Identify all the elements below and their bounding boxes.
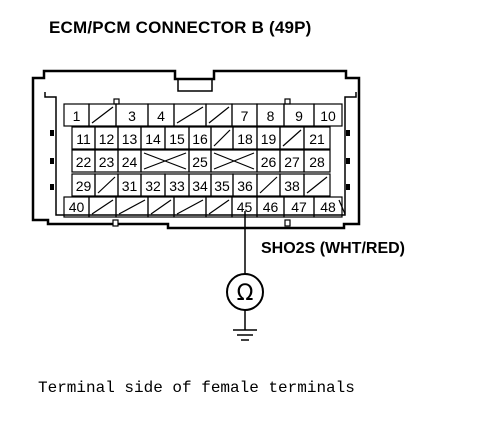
blank-terminal-slash <box>213 129 231 147</box>
key-notch <box>284 98 291 105</box>
terminal-number: 11 <box>76 131 91 147</box>
terminal-number: 31 <box>122 178 138 194</box>
terminal-number: 13 <box>122 131 138 147</box>
terminal-number: 29 <box>76 178 92 194</box>
terminal-number: 21 <box>309 131 325 147</box>
terminal-number: 14 <box>145 131 161 147</box>
terminal-number: 10 <box>320 108 336 124</box>
blank-terminal-slash <box>176 106 204 124</box>
blank-terminal-slash <box>208 199 230 215</box>
blank-cross <box>143 152 187 170</box>
terminal-number: 34 <box>192 178 208 194</box>
terminal-number: 3 <box>128 108 136 124</box>
terminal-cell <box>313 103 343 127</box>
terminal-number: 28 <box>309 154 325 170</box>
blank-terminal-slash <box>306 176 328 194</box>
terminal-number: 9 <box>295 108 303 124</box>
terminal-number: 15 <box>169 131 185 147</box>
diagram-title: ECM/PCM CONNECTOR B (49P) <box>49 18 312 37</box>
latch-mark <box>346 184 350 190</box>
terminal-cell <box>303 173 331 197</box>
latch-mark <box>346 158 350 164</box>
terminal-number: 46 <box>263 199 279 215</box>
blank-cross <box>213 152 255 170</box>
terminal-number: 22 <box>76 154 92 170</box>
terminal-number: 19 <box>261 131 277 147</box>
blank-terminal-slash <box>97 176 116 194</box>
terminal-number: 35 <box>214 178 230 194</box>
terminal-number: 33 <box>169 178 185 194</box>
terminal-number: 32 <box>145 178 161 194</box>
key-notch <box>284 219 291 227</box>
blank-terminal-slash <box>338 199 346 215</box>
terminal-number: 27 <box>284 154 300 170</box>
blank-terminal-slash <box>208 106 230 124</box>
terminal-number: 8 <box>267 108 275 124</box>
terminal-number: 45 <box>237 199 253 215</box>
blank-terminal-slash <box>259 176 278 194</box>
terminal-number: 7 <box>241 108 249 124</box>
terminal-number: 18 <box>237 131 253 147</box>
blank-terminal-slash <box>91 199 114 215</box>
blank-terminal-slash <box>91 106 114 124</box>
connector-inner-housing <box>44 92 357 216</box>
terminal-number: 47 <box>291 199 307 215</box>
blank-terminal-slash <box>282 129 302 147</box>
ground-icon <box>233 329 257 341</box>
terminal-number: 25 <box>192 154 208 170</box>
latch-mark <box>50 130 54 136</box>
terminal-number: 24 <box>122 154 138 170</box>
terminal-number: 26 <box>261 154 277 170</box>
blank-terminal-slash <box>176 199 204 215</box>
terminal-cell <box>303 149 331 173</box>
key-notch <box>113 98 120 105</box>
terminal-number: 23 <box>99 154 115 170</box>
blank-terminal-slash <box>150 199 172 215</box>
terminal-number: 36 <box>237 178 253 194</box>
blank-terminal-slash <box>118 199 146 215</box>
latch-mark <box>50 184 54 190</box>
terminal-cell <box>303 126 331 150</box>
terminal-number: 4 <box>157 108 165 124</box>
latch-mark <box>50 158 54 164</box>
caption: Terminal side of female terminals <box>38 379 355 397</box>
terminal-number: 38 <box>284 178 300 194</box>
terminal-number: 12 <box>99 131 115 147</box>
locking-tab <box>177 78 213 92</box>
terminal-number: 1 <box>73 108 81 124</box>
terminal-number: 40 <box>69 199 85 215</box>
wire-label: SHO2S (WHT/RED) <box>261 240 405 257</box>
key-notch <box>112 219 119 227</box>
latch-mark <box>346 130 350 136</box>
terminal-number: 16 <box>192 131 208 147</box>
connector-housing <box>31 69 361 230</box>
ohmmeter-symbol: Ω <box>237 281 254 306</box>
terminal-number: 48 <box>320 199 336 215</box>
